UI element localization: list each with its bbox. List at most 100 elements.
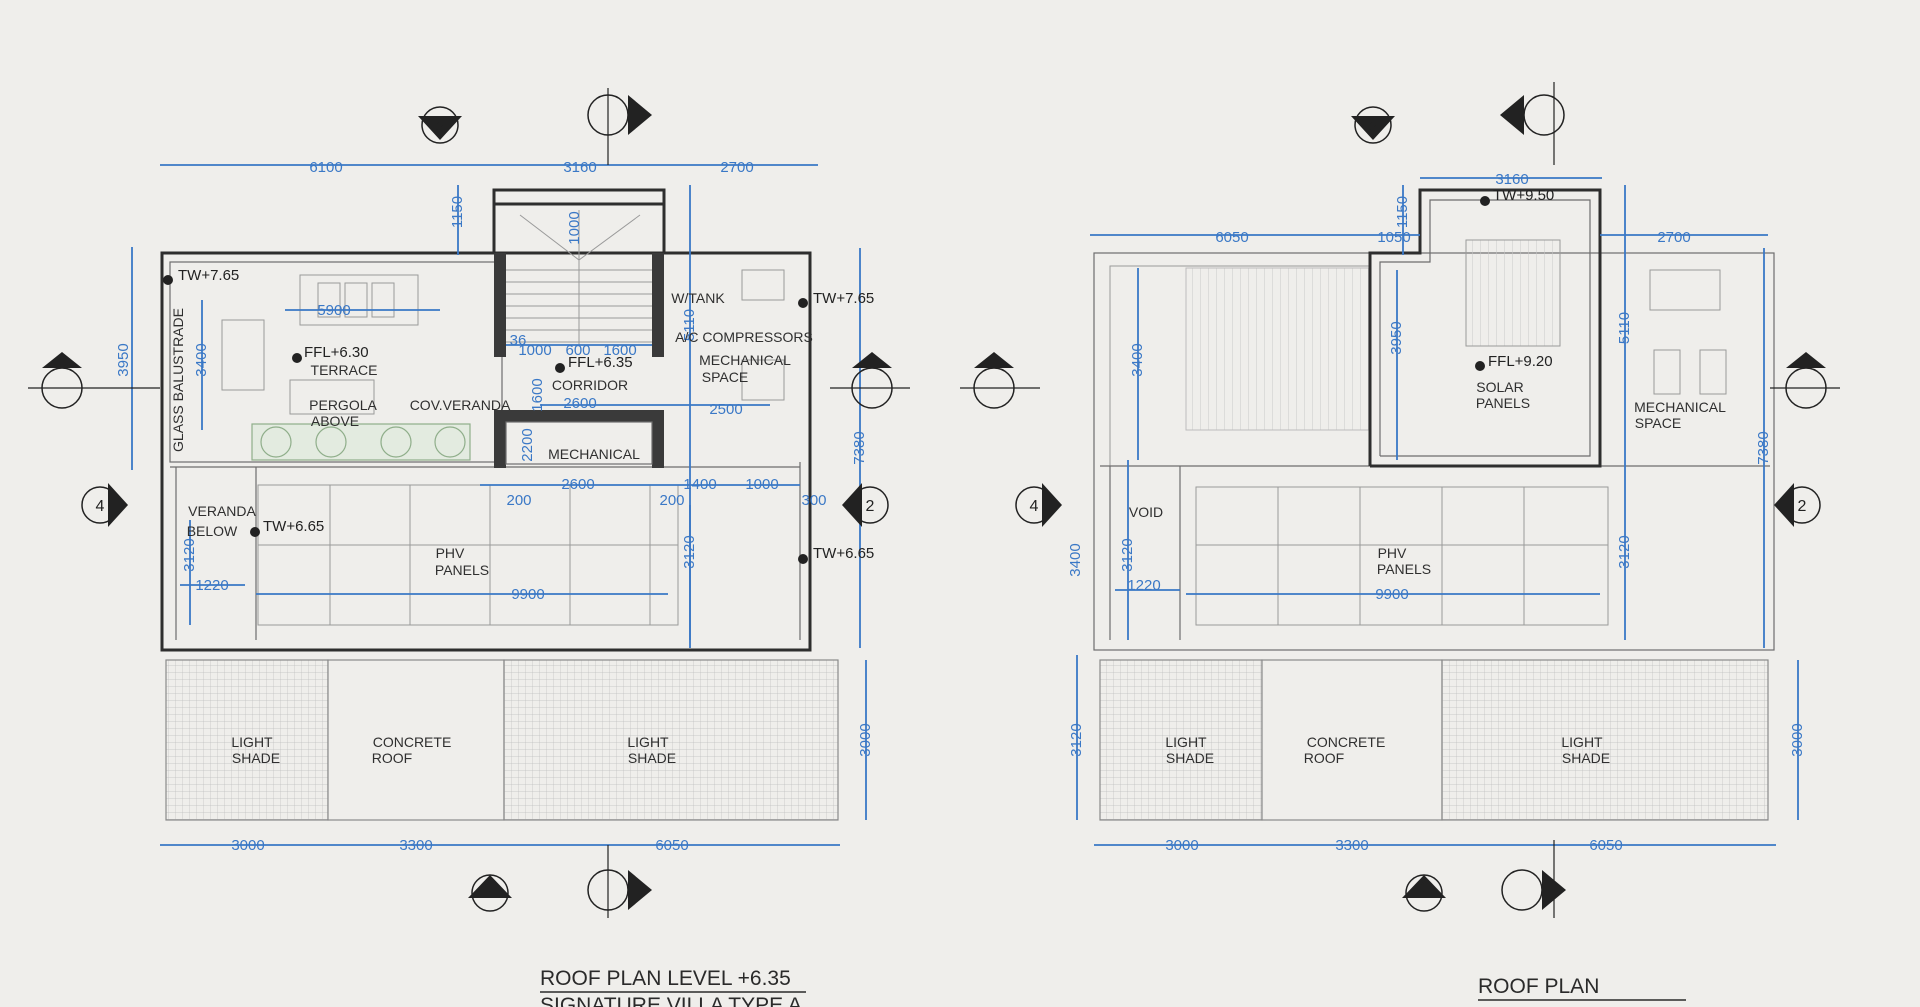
label-roof-mechanical-line1: MECHANICAL: [1634, 399, 1726, 415]
label-mechanical-space-line2: SPACE: [702, 369, 748, 385]
dim-corridor-f: 2600: [561, 476, 594, 493]
dim-roof-bottom-3: 6050: [1589, 837, 1622, 854]
level-tw-mechanical: TW+7.65: [813, 290, 874, 307]
dim-roof-solar-height: 3950: [1388, 321, 1405, 354]
section-tag-left-number: 4: [96, 498, 105, 515]
label-light-shade-b-line2: SHADE: [628, 750, 676, 766]
dim-right-lower: 3000: [857, 723, 874, 756]
detail-marker-right: [830, 352, 910, 409]
label-mechanical-space-line1: MECHANICAL: [699, 352, 791, 368]
phv-panel-grid-roof: [1195, 486, 1609, 626]
dim-top-2: 3160: [563, 159, 596, 176]
section-tag-top-roof: 3: [1351, 106, 1395, 144]
section-tag-left: 4: [81, 483, 128, 527]
dim-roof-right: 7380: [1755, 431, 1772, 464]
dim-stub-1: 36: [510, 332, 527, 349]
dim-left: 3950: [115, 343, 132, 376]
label-roof-light-shade-b-line1: LIGHT: [1561, 734, 1603, 750]
label-roof-light-shade-a-line1: LIGHT: [1165, 734, 1207, 750]
dim-roof-small: 1220: [1127, 577, 1160, 594]
label-roof-phv-line1: PHV: [1378, 545, 1407, 561]
section-tag-right: 2: [842, 483, 889, 527]
detail-marker-left-roof: [960, 352, 1040, 409]
label-void: VOID: [1129, 504, 1163, 520]
dim-roof-top-4: 2700: [1657, 229, 1690, 246]
section-tag-left-roof-number: 4: [1030, 498, 1039, 515]
drawing-title-left: ROOF PLAN LEVEL +6.35: [540, 967, 791, 990]
dim-terrace-width: 5900: [317, 302, 350, 319]
dim-corridor-a: 1000: [518, 342, 551, 359]
dim-roof-top-2: 1050: [1377, 229, 1410, 246]
dim-bottom-2: 3300: [399, 837, 432, 854]
building-outline-roof: [1093, 252, 1775, 651]
dim-corridor-k: 300: [801, 492, 826, 509]
label-roof-light-shade-b-line2: SHADE: [1562, 750, 1610, 766]
dim-right: 7380: [851, 431, 868, 464]
section-tag-right-roof: 2: [1774, 483, 1821, 527]
dim-small: 1220: [195, 577, 228, 594]
terrace-outline: [169, 261, 503, 463]
dim-stair-inner: 1000: [566, 211, 583, 244]
level-ffl-solar: FFL+9.20: [1488, 353, 1553, 370]
detail-marker-top-roof: [1500, 82, 1565, 165]
dim-corridor-e: 2500: [709, 401, 742, 418]
mechanical-equipment: [741, 269, 785, 401]
mechanical-equipment-roof: [1649, 269, 1727, 395]
dim-roof-left-bottom: 3120: [1068, 723, 1085, 756]
dimension-lines: [131, 164, 867, 846]
solar-panel-array: [1465, 239, 1561, 347]
roof-plan-level-635: 6100 3160 2700 3000 3300 6050 3950 7380 …: [28, 88, 910, 1007]
label-light-shade-b-line1: LIGHT: [627, 734, 669, 750]
section-tag-right-roof-number: 2: [1798, 498, 1807, 515]
section-tag-bottom: 1: [468, 874, 512, 912]
dim-top-3: 2700: [720, 159, 753, 176]
label-veranda-line2: BELOW: [187, 523, 238, 539]
dim-roof-top-1: 6050: [1215, 229, 1248, 246]
level-markers: TW+7.65 TW+7.65 FFL+6.30 FFL+6.35 TW+6.6…: [163, 267, 874, 564]
dim-roof-top-3: 3160: [1495, 171, 1528, 188]
dim-roof-left-low-outer: 3400: [1067, 543, 1084, 576]
dim-corridor-d: 2600: [563, 395, 596, 412]
label-solar-line1: SOLAR: [1476, 379, 1523, 395]
light-shade-right-panel: [503, 659, 839, 821]
dim-roof-vert-mid: 5110: [1616, 312, 1633, 344]
drawing-title-right: ROOF PLAN: [1478, 975, 1599, 998]
concrete-roof-panel: [327, 659, 505, 821]
concrete-roof-panel-roof: [1261, 659, 1443, 821]
level-tw-solar-block: TW+9.50: [1493, 187, 1554, 204]
label-solar-line2: PANELS: [1476, 395, 1530, 411]
dim-vertical-low: 3120: [681, 535, 698, 568]
label-terrace: TERRACE: [311, 362, 378, 378]
stair-wall-right: [652, 253, 664, 357]
dim-panels: 9900: [511, 586, 544, 603]
label-light-shade-a-line1: LIGHT: [231, 734, 273, 750]
drawing-subtitle-left: SIGNATURE VILLA TYPE A: [540, 994, 802, 1007]
dim-vertical-mid: 5110: [681, 309, 698, 341]
raised-solar-block: [1368, 188, 1602, 468]
section-tag-bottom-roof: 1: [1402, 874, 1446, 912]
section-tag-top: 3: [418, 106, 462, 144]
dim-roof-vert-low: 3120: [1616, 535, 1633, 568]
section-tag-top-roof-number: 3: [1369, 119, 1378, 136]
dim-roof-right-lower: 3000: [1789, 723, 1806, 756]
label-cov-veranda: COV.VERANDA: [410, 397, 511, 413]
label-water-tank: W/TANK: [671, 290, 725, 306]
label-pergola-line1: PERGOLA: [309, 397, 377, 413]
dim-roof-bottom-1: 3000: [1165, 837, 1198, 854]
detail-marker-bottom-roof: [1501, 840, 1566, 918]
level-ffl-corridor: FFL+6.35: [568, 354, 633, 371]
dimension-lines-roof: [1076, 177, 1799, 846]
dim-corridor-c: 1600: [603, 342, 636, 359]
dim-terrace-height: 3400: [193, 343, 210, 376]
stair-treads: [506, 210, 652, 345]
section-tag-bottom-number: 1: [486, 880, 495, 897]
dim-corridor-i: 1400: [683, 476, 716, 493]
detail-marker-left: [28, 352, 160, 409]
dim-roof-panels: 9900: [1375, 586, 1408, 603]
label-mechanical: MECHANICAL: [548, 446, 640, 462]
label-ac-compressors: A/C COMPRESSORS: [675, 329, 813, 345]
mechanical-roof-slab: [494, 410, 664, 422]
label-concrete-roof-line2: ROOF: [372, 750, 412, 766]
section-tag-bottom-roof-number: 1: [1420, 880, 1429, 897]
